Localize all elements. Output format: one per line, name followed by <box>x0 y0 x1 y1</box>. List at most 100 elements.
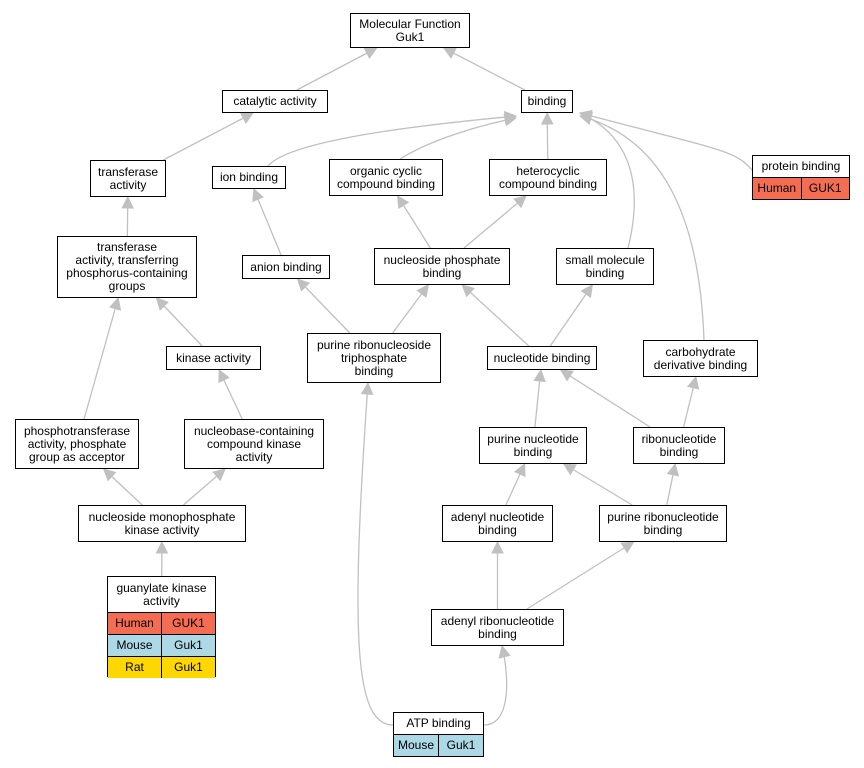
node-label-line: binding <box>527 94 567 108</box>
node-label-line: nucleoside phosphate <box>383 252 501 267</box>
node-label-line: adenyl ribonucleotide <box>440 613 555 628</box>
edge-small-molecule-binding-to-binding <box>579 112 635 249</box>
edge-arrowhead <box>397 195 410 210</box>
node-label-line: nucleotide binding <box>493 350 591 365</box>
go-term-catalytic-activity[interactable]: catalytic activity <box>222 90 328 113</box>
node-label-line: kinase activity <box>124 522 200 537</box>
edge-arrowhead <box>513 195 527 209</box>
node-label-line: binding <box>585 265 625 280</box>
node-label-line: adenyl nucleotide <box>450 509 545 524</box>
edge-arrowhead <box>155 540 169 554</box>
edge-binding-to-molecular-function <box>443 47 526 91</box>
edge-arrowhead <box>503 114 518 127</box>
node-label-line: transferase <box>96 240 158 254</box>
go-term-nucleotide-binding[interactable]: nucleotide binding <box>487 346 597 370</box>
edge-arrowhead <box>212 468 226 482</box>
edge-atp-binding-to-purine-ribonucleoside-triphosphate <box>357 382 394 726</box>
edge-adenyl-ribonucleotide-binding-to-purine-ribonucleotide-binding <box>526 541 634 610</box>
edge-ion-binding-to-binding <box>267 115 517 167</box>
gene-symbol-cell: Guk1 <box>161 657 215 678</box>
edge-arrowhead <box>416 284 429 298</box>
edge-arrowhead <box>252 187 264 203</box>
edge-anion-binding-to-ion-binding <box>253 188 282 256</box>
go-term-binding[interactable]: binding <box>521 90 573 113</box>
species-cell: Rat <box>125 660 144 674</box>
edge-arrowhead <box>442 47 457 59</box>
go-term-ion-binding[interactable]: ion binding <box>212 166 286 189</box>
species-cell: Mouse <box>397 738 435 752</box>
edge-purine-ribonucleoside-triphosphate-to-anion-binding <box>297 278 351 334</box>
node-label-line: binding <box>354 363 394 378</box>
edge-organic-cyclic-to-binding <box>399 117 517 160</box>
annotated-term-title: ATP binding <box>394 713 483 735</box>
edge-arrowhead <box>109 296 122 311</box>
annotation-row-rat: Rat Guk1 <box>108 656 215 678</box>
node-label-line: activity <box>235 449 273 464</box>
go-term-kinase-activity[interactable]: kinase activity <box>166 346 261 370</box>
node-label-line: ATP binding <box>406 716 471 730</box>
edge-arrowhead <box>514 462 526 478</box>
node-label-line: activity, phosphate <box>27 436 127 451</box>
node-label-line: binding <box>478 522 517 537</box>
edge-arrowhead <box>461 284 475 298</box>
species-cell: Human <box>757 181 797 195</box>
go-term-anion-binding[interactable]: anion binding <box>242 255 330 279</box>
node-label-line: ribonucleotide <box>641 431 717 446</box>
node-label-line: small molecule <box>565 252 645 267</box>
edge-arrowhead <box>360 381 374 395</box>
node-label-line: Guk1 <box>395 29 425 44</box>
edge-arrowhead <box>121 195 135 209</box>
node-label-line: phosphorus-containing <box>66 266 188 280</box>
edge-arrowhead <box>239 112 254 124</box>
node-label-line: phosphotransferase <box>23 423 131 438</box>
node-label-line: purine ribonucleotide <box>607 509 719 524</box>
node-label-line: carbohydrate <box>665 344 736 359</box>
node-label-line: catalytic activity <box>233 94 317 108</box>
edge-arrowhead <box>666 462 680 477</box>
node-label-line: derivative binding <box>653 357 748 372</box>
node-label-line: binding <box>513 444 553 459</box>
node-label-line: compound binding <box>336 176 436 191</box>
species-cell: Human <box>115 616 154 630</box>
node-label-line: group as acceptor <box>28 449 126 464</box>
edge-arrowhead <box>498 644 511 659</box>
edge-nucleotide-binding-to-small-molecule-binding <box>549 284 593 347</box>
gene-symbol-cell: GUK1 <box>800 178 850 199</box>
edge-carbohydrate-derivative-to-binding <box>579 115 705 341</box>
edge-arrowhead <box>491 540 504 554</box>
node-label-line: compound binding <box>498 176 598 191</box>
node-label-line: binding <box>478 626 517 641</box>
edge-arrowhead <box>540 111 554 125</box>
node-label-line: binding <box>643 522 683 537</box>
node-label-line: activity <box>143 593 180 608</box>
edge-arrowhead <box>580 284 593 299</box>
node-label-line: binding <box>422 265 462 280</box>
